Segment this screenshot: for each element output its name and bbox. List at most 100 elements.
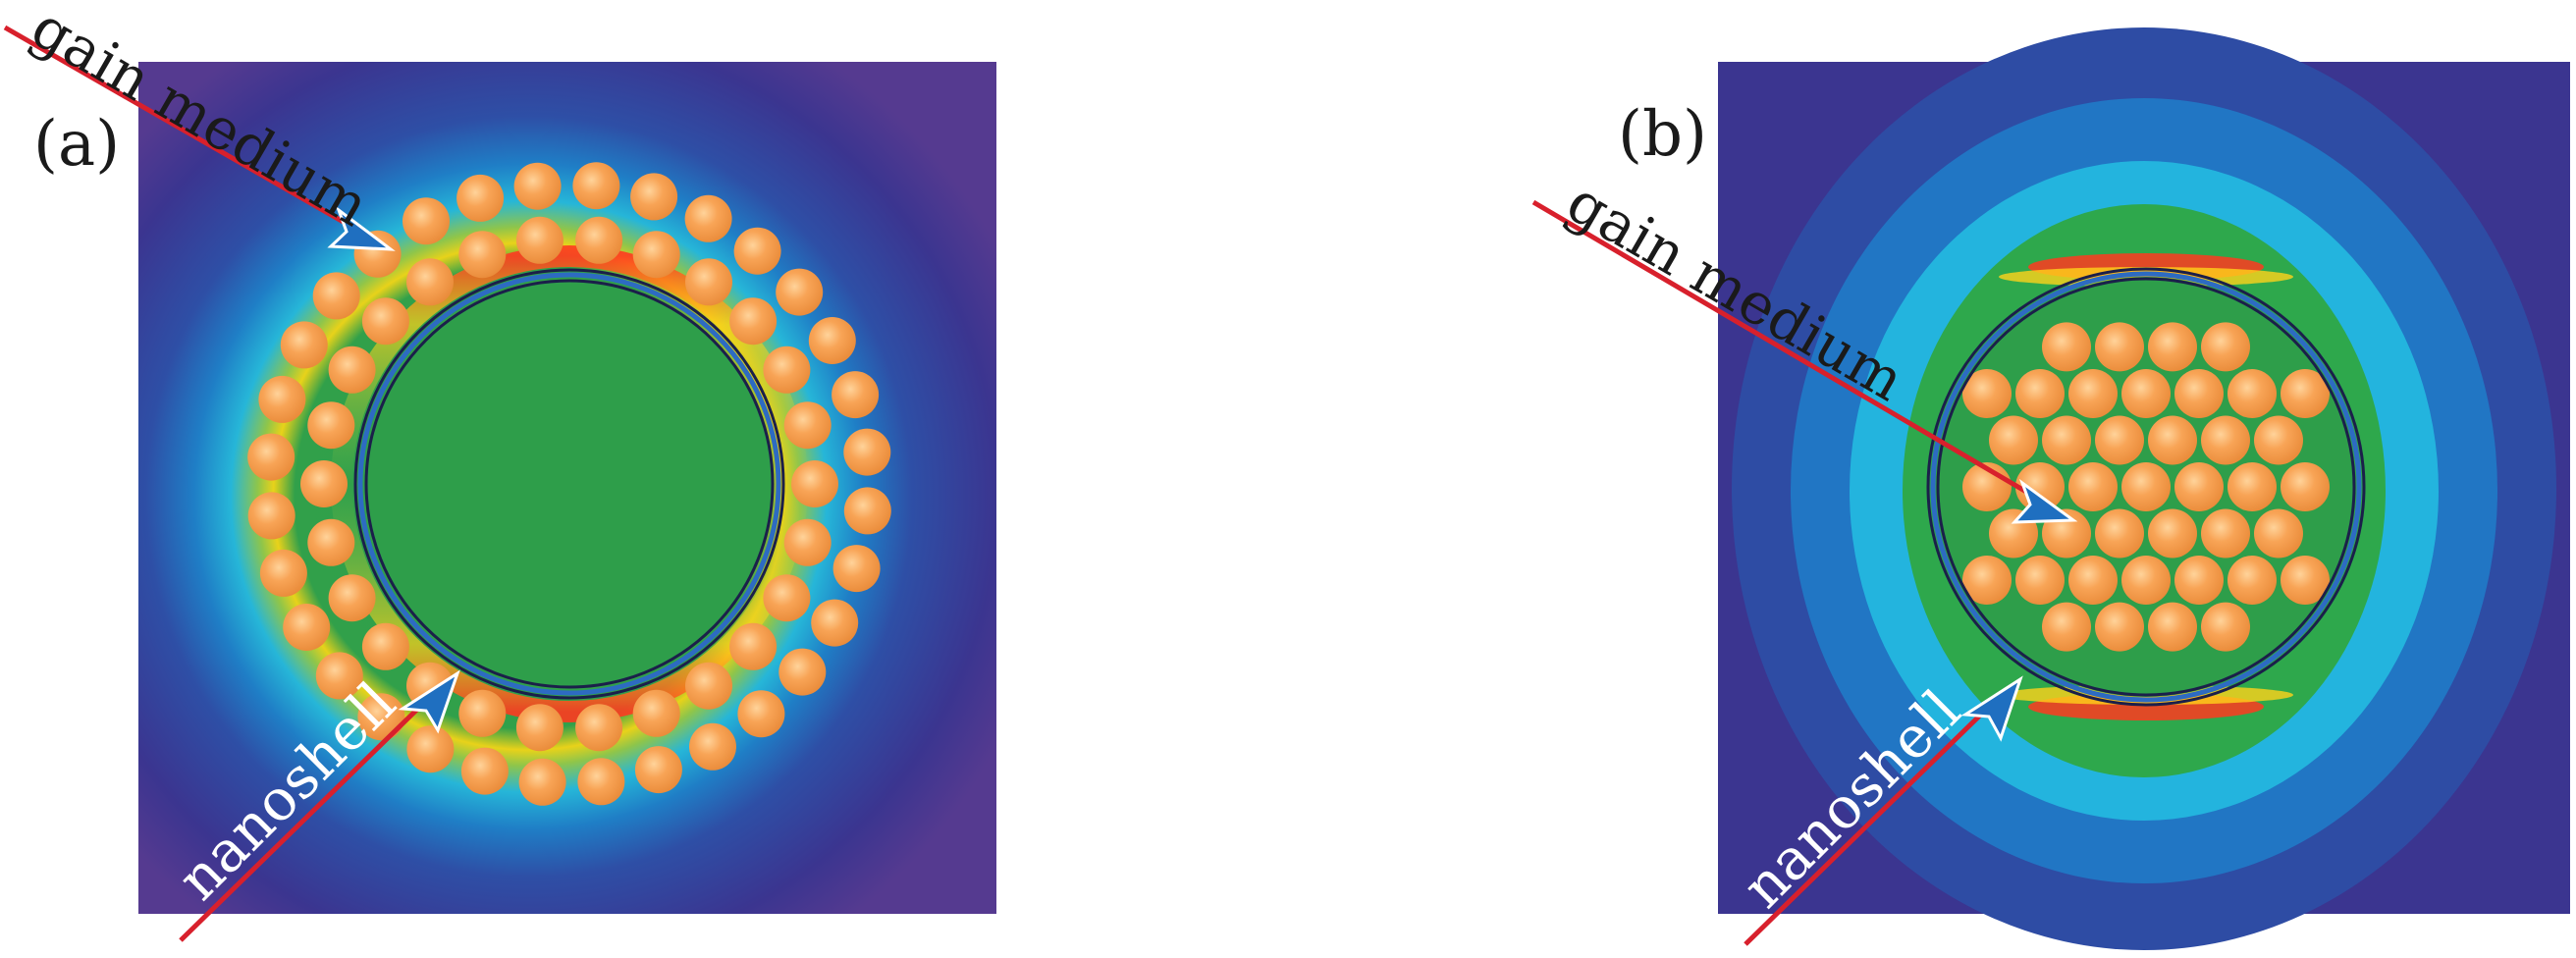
panel-a: gain medium nanoshell (a)	[3, 0, 996, 942]
gain-medium-particle	[2148, 322, 2197, 372]
gain-medium-particle	[315, 652, 363, 700]
gain-medium-particle	[2068, 462, 2118, 511]
panel-a-label: (a)	[33, 108, 120, 181]
gain-medium-particle	[783, 518, 832, 566]
gain-medium-particle	[2201, 322, 2250, 372]
gain-medium-particle	[729, 297, 778, 346]
panel-b-label: (b)	[1618, 98, 1707, 171]
panel-a-nanoshell-pointer	[179, 693, 434, 942]
gain-medium-particle	[843, 487, 891, 535]
gain-medium-particle	[2095, 508, 2144, 559]
panel-b: gain medium nanoshell (b)	[1531, 27, 2570, 950]
gain-medium-particle	[258, 375, 306, 423]
gain-medium-particle	[2201, 602, 2250, 652]
gain-medium-particle	[283, 604, 331, 651]
gain-medium-particle	[2042, 602, 2091, 652]
gain-medium-particle	[280, 321, 328, 369]
gain-medium-particle	[2227, 556, 2277, 605]
gain-medium-particle	[2174, 556, 2224, 605]
gain-medium-particle	[575, 704, 623, 752]
gain-medium-particle	[685, 662, 732, 710]
gain-medium-particle	[729, 622, 778, 670]
gain-medium-particle	[361, 297, 409, 346]
gain-medium-particle	[515, 216, 564, 264]
gain-medium-particle	[2227, 369, 2277, 418]
gain-medium-particle	[778, 648, 827, 696]
gain-medium-particle	[2254, 508, 2303, 559]
gain-medium-particle	[513, 162, 562, 210]
gain-medium-particle	[763, 574, 811, 622]
gain-medium-particle	[684, 194, 732, 242]
panel-b-gain-medium-arrowhead	[2011, 478, 2078, 524]
panel-a-core	[365, 280, 774, 688]
gain-medium-particle	[312, 272, 360, 320]
panel-a-gain-medium-pointer	[3, 25, 355, 231]
gain-medium-particle	[2227, 462, 2277, 511]
gain-medium-particle	[307, 401, 355, 450]
gain-medium-particle	[300, 460, 348, 507]
panel-a-gain-medium-particles	[247, 162, 891, 806]
gain-medium-particle	[2095, 602, 2144, 652]
gain-medium-particle	[1962, 556, 2012, 605]
gain-medium-particle	[458, 231, 507, 279]
gain-medium-particle	[2201, 508, 2250, 559]
panel-a-nanoshell-band	[357, 272, 781, 696]
gain-medium-particle	[518, 758, 566, 806]
gain-medium-particle	[808, 317, 856, 364]
gain-medium-particle	[783, 401, 832, 450]
gain-medium-particle	[2201, 415, 2250, 465]
gain-medium-particle	[776, 268, 824, 316]
gain-medium-particle	[630, 173, 678, 221]
gain-medium-particle	[572, 162, 620, 210]
panel-a-nanoshell-arrowhead	[398, 669, 460, 734]
gain-medium-particle	[2042, 322, 2091, 372]
gain-medium-particle	[361, 622, 409, 670]
gain-medium-particle	[406, 725, 455, 773]
gain-medium-particle	[515, 704, 564, 752]
gain-medium-particle	[2015, 369, 2065, 418]
gain-medium-particle	[357, 693, 405, 741]
gain-medium-particle	[2281, 369, 2330, 418]
panel-b-nanoshell-arrowhead	[1960, 675, 2023, 742]
gain-medium-particle	[2148, 602, 2197, 652]
gain-medium-particle	[2042, 415, 2091, 465]
gain-medium-particle	[328, 574, 376, 622]
gain-medium-particle	[2174, 369, 2224, 418]
gain-medium-particle	[2095, 415, 2144, 465]
gain-medium-particle	[456, 174, 505, 222]
gain-medium-particle	[402, 197, 450, 245]
gain-medium-particle	[247, 433, 295, 481]
gain-medium-particle	[577, 758, 625, 806]
gain-medium-particle	[458, 689, 507, 737]
gain-medium-particle	[1989, 415, 2038, 465]
gain-medium-particle	[247, 492, 295, 540]
panel-a-nanoshell-outer-ring	[353, 268, 785, 700]
gain-medium-particle	[1962, 369, 2012, 418]
gain-medium-particle	[2281, 556, 2330, 605]
gain-medium-particle	[2148, 508, 2197, 559]
gain-medium-particle	[632, 689, 680, 737]
gain-medium-particle	[2068, 556, 2118, 605]
gain-medium-particle	[685, 258, 732, 306]
gain-medium-particle	[733, 227, 781, 275]
gain-medium-particle	[2068, 369, 2118, 418]
gain-medium-particle	[2148, 415, 2197, 465]
gain-medium-particle	[328, 346, 376, 394]
gain-medium-particle	[2121, 556, 2171, 605]
gain-medium-particle	[2121, 369, 2171, 418]
panel-b-gain-medium-pointer	[1531, 199, 2040, 502]
gain-medium-particle	[843, 428, 891, 476]
gain-medium-particle	[307, 518, 355, 566]
gain-medium-particle	[634, 746, 682, 794]
gain-medium-particle	[2095, 322, 2144, 372]
gain-medium-particle	[791, 460, 838, 507]
gain-medium-particle	[2174, 462, 2224, 511]
gain-medium-particle	[2015, 556, 2065, 605]
gain-medium-particle	[2281, 462, 2330, 511]
panel-a-nanoshell-inner-ring	[364, 279, 775, 689]
panel-b-nanoshell-pointer	[1744, 701, 1995, 946]
panel-b-nanoshell-outer-ring	[1926, 267, 2366, 707]
gain-medium-particle	[811, 599, 859, 647]
gain-medium-particle	[737, 690, 785, 738]
